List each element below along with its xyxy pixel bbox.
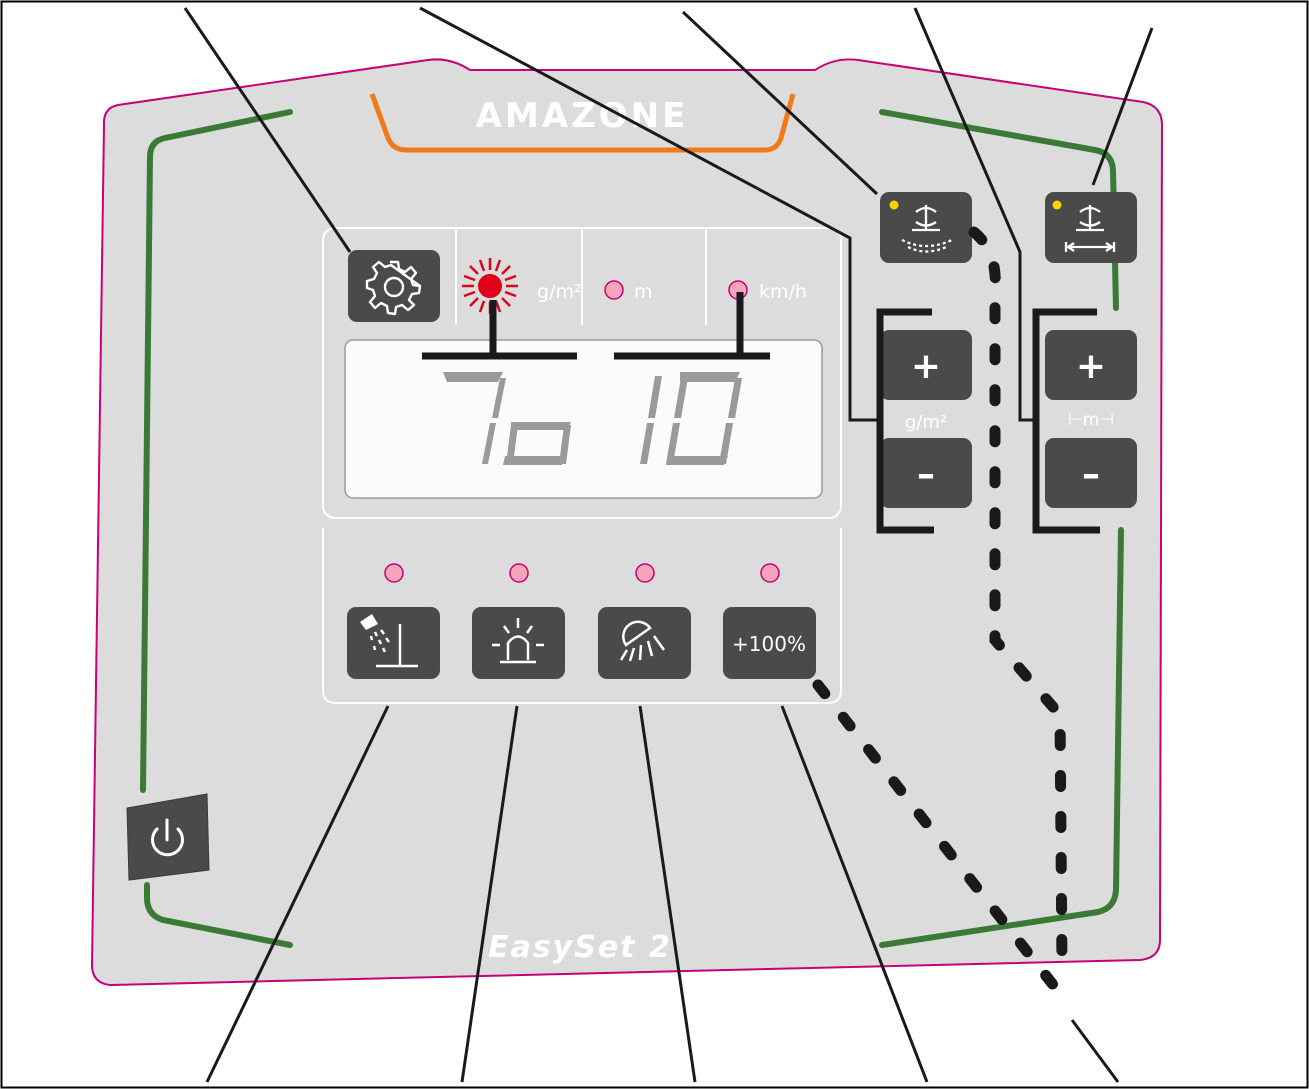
led-work-light bbox=[635, 563, 655, 583]
brand-logo: AMAZONE bbox=[476, 96, 689, 136]
indicator-dividers bbox=[455, 230, 707, 325]
rate-minus-label: – bbox=[917, 454, 935, 495]
settings-button[interactable] bbox=[348, 250, 440, 322]
model-name: EasySet 2 bbox=[488, 930, 672, 965]
border-spread-icon bbox=[360, 614, 418, 668]
work-light-icon bbox=[619, 620, 666, 662]
led-border-spread bbox=[384, 563, 404, 583]
power-button[interactable] bbox=[126, 793, 210, 881]
rate-minus-button[interactable]: – bbox=[880, 438, 972, 508]
dashed-callout-lines bbox=[812, 226, 1071, 1006]
width-minus-button[interactable]: – bbox=[1045, 438, 1137, 508]
led-rate-active bbox=[462, 258, 518, 314]
border-spread-button[interactable] bbox=[347, 607, 440, 679]
width-plus-button[interactable]: + bbox=[1045, 330, 1137, 400]
width-indicator-label: m bbox=[634, 281, 653, 303]
rate-keypad-unit: g/m² bbox=[905, 412, 947, 433]
function-section bbox=[322, 528, 842, 704]
boost-button[interactable]: +100% bbox=[723, 607, 816, 679]
width-plus-label: + bbox=[1076, 346, 1106, 387]
beacon-icon bbox=[492, 618, 544, 664]
width-minus-label: – bbox=[1082, 454, 1100, 495]
led-spreader-disc bbox=[889, 200, 899, 210]
spreader-disc-button[interactable] bbox=[880, 192, 972, 263]
led-boost bbox=[760, 563, 780, 583]
power-icon bbox=[151, 818, 184, 857]
work-light-button[interactable] bbox=[598, 607, 691, 679]
led-beacon bbox=[509, 563, 529, 583]
brand-accent-arc bbox=[369, 93, 796, 153]
spreader-disc-icon bbox=[901, 205, 953, 253]
width-keypad-unit: ⊢m⊣ bbox=[1068, 410, 1114, 430]
display-markers bbox=[422, 292, 770, 360]
display-section bbox=[322, 227, 842, 519]
callout-leader-lines bbox=[183, 6, 1154, 1083]
gear-icon bbox=[365, 260, 422, 316]
led-width bbox=[604, 280, 624, 300]
green-frame bbox=[140, 109, 1124, 948]
beacon-button[interactable] bbox=[472, 607, 565, 679]
boost-button-label: +100% bbox=[732, 632, 806, 656]
lcd-display bbox=[344, 339, 823, 499]
led-spread-width bbox=[1052, 200, 1062, 210]
rate-indicator-label: g/m² bbox=[537, 281, 582, 303]
panel-body bbox=[90, 58, 1164, 987]
spread-width-button[interactable] bbox=[1045, 192, 1137, 263]
rate-plus-label: + bbox=[911, 346, 941, 387]
spread-width-icon bbox=[1064, 205, 1116, 252]
rate-plus-button[interactable]: + bbox=[880, 330, 972, 400]
speed-indicator-label: km/h bbox=[759, 281, 807, 303]
display-digits bbox=[443, 372, 742, 465]
